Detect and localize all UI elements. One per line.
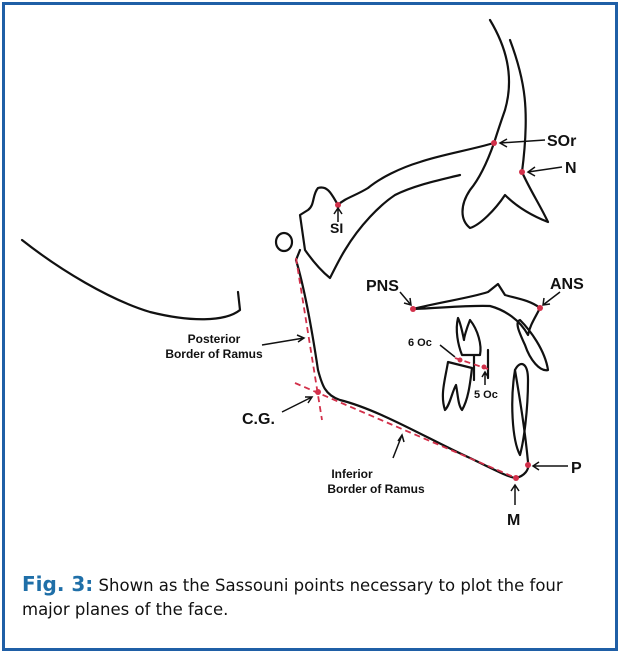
palate-outline <box>411 282 542 337</box>
cranial-base-outline <box>20 238 242 321</box>
label-sor: SOr <box>547 133 576 150</box>
caption-text: Shown as the Sassouni points necessary t… <box>22 576 563 619</box>
upper-incisor-outline <box>516 318 550 372</box>
label-inferior-1: Inferior <box>331 467 373 481</box>
point-sor <box>491 140 497 146</box>
nasal-bone-outline <box>461 38 550 230</box>
arrow-p <box>531 461 568 471</box>
label-posterior-1: Posterior <box>188 332 241 346</box>
label-pns: PNS <box>366 278 399 295</box>
point-m <box>513 475 519 481</box>
label-5oc: 5 Oc <box>474 389 498 401</box>
label-p: P <box>571 460 582 477</box>
caption-label: Fig. 3: <box>22 572 94 596</box>
arrow-sor <box>498 138 546 148</box>
point-n <box>519 169 525 175</box>
point-si <box>335 202 341 208</box>
label-cg: C.G. <box>242 411 275 428</box>
lower-incisor-outline <box>511 362 530 457</box>
lower-molar-outline <box>441 360 474 412</box>
label-ans: ANS <box>550 276 584 293</box>
frontal-bone-outline <box>336 18 511 207</box>
inferior-ramus-plane <box>294 382 517 479</box>
upper-molar-outline <box>455 316 482 357</box>
ramus-outline <box>294 248 530 480</box>
arrow-posterior <box>261 334 306 346</box>
label-6oc: 6 Oc <box>408 337 432 349</box>
point-5oc <box>481 364 487 370</box>
condyle-circle <box>274 231 294 253</box>
label-n: N <box>565 160 577 177</box>
figure-caption: Fig. 3: Shown as the Sassouni points nec… <box>22 572 592 622</box>
arrow-cg <box>281 396 314 413</box>
arrow-pns <box>399 291 412 307</box>
label-si: SI <box>330 220 343 236</box>
premolar-outline <box>472 348 490 382</box>
arrow-5oc <box>481 370 489 385</box>
label-posterior-2: Border of Ramus <box>165 347 263 361</box>
arrow-n <box>526 166 563 177</box>
arrow-m <box>510 483 520 505</box>
sella-outline <box>298 173 462 280</box>
point-p <box>525 462 531 468</box>
arrow-6oc <box>439 344 456 358</box>
posterior-ramus-plane <box>295 257 323 421</box>
arrow-si <box>333 206 343 222</box>
point-ans <box>537 305 543 311</box>
label-m: M <box>507 512 520 529</box>
point-cg <box>315 389 321 395</box>
point-pns <box>410 306 416 312</box>
arrow-inferior <box>392 433 405 459</box>
point-6oc <box>457 357 463 363</box>
arrow-ans <box>542 291 561 306</box>
label-inferior-2: Border of Ramus <box>327 482 425 496</box>
